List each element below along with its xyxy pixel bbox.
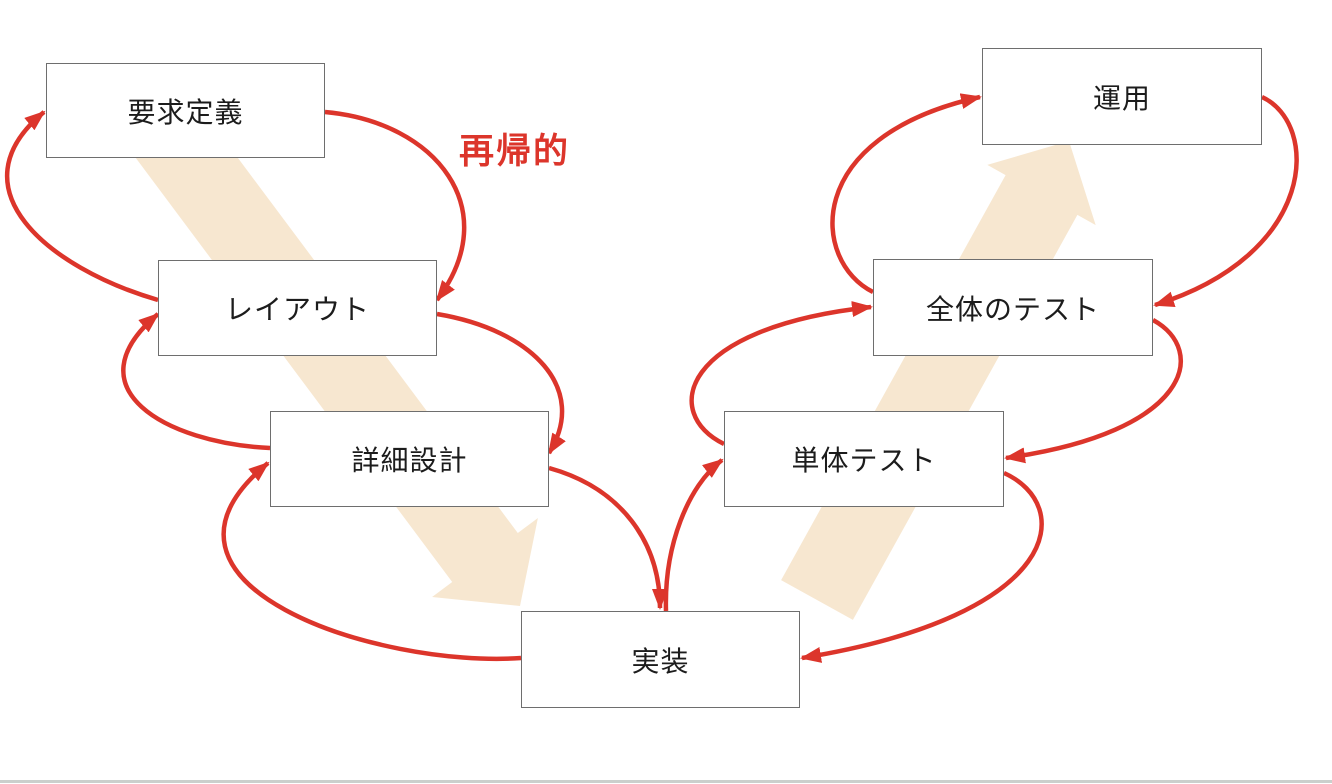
arc-layout-to-detailed-design (436, 311, 566, 455)
node-label: 実装 (631, 645, 690, 677)
recursive-label: 再帰的 (459, 132, 571, 171)
page-bottom-edge (0, 780, 1332, 783)
arc-operation-to-overall-test (1153, 94, 1299, 308)
arc-layout-to-requirements (5, 110, 159, 303)
arc-requirements-to-layout (324, 109, 467, 302)
node-unit-test: 単体テスト (724, 411, 1004, 507)
node-label: 要求定義 (127, 96, 244, 128)
node-operation: 運用 (982, 48, 1262, 145)
arc-unit-test-to-overall-test (689, 301, 873, 447)
arc-implementation-to-unit-test (663, 458, 724, 612)
node-label: 単体テスト (791, 445, 937, 476)
node-requirements: 要求定義 (46, 63, 325, 158)
arc-detailed-design-to-layout (121, 312, 271, 451)
node-implementation: 実装 (521, 611, 800, 708)
recursive-arcs (5, 93, 1299, 663)
node-overall-test: 全体のテスト (873, 259, 1153, 356)
arc-implementation-to-detailed-design (221, 461, 522, 662)
flow-arrows (133, 105, 1096, 620)
node-detailed-design: 詳細設計 (270, 411, 549, 507)
arc-detailed-design-to-implementation (548, 465, 668, 610)
node-label: 運用 (1092, 82, 1151, 114)
node-label: 詳細設計 (351, 445, 468, 476)
ascending-flow-arrow (781, 141, 1096, 620)
arc-overall-test-to-operation (830, 93, 982, 295)
node-label: 全体のテスト (925, 293, 1100, 325)
arc-unit-test-to-implementation (800, 470, 1044, 663)
arc-overall-test-to-unit-test (1004, 318, 1183, 464)
node-layout: レイアウト (158, 260, 437, 356)
node-label: レイアウト (224, 294, 370, 325)
